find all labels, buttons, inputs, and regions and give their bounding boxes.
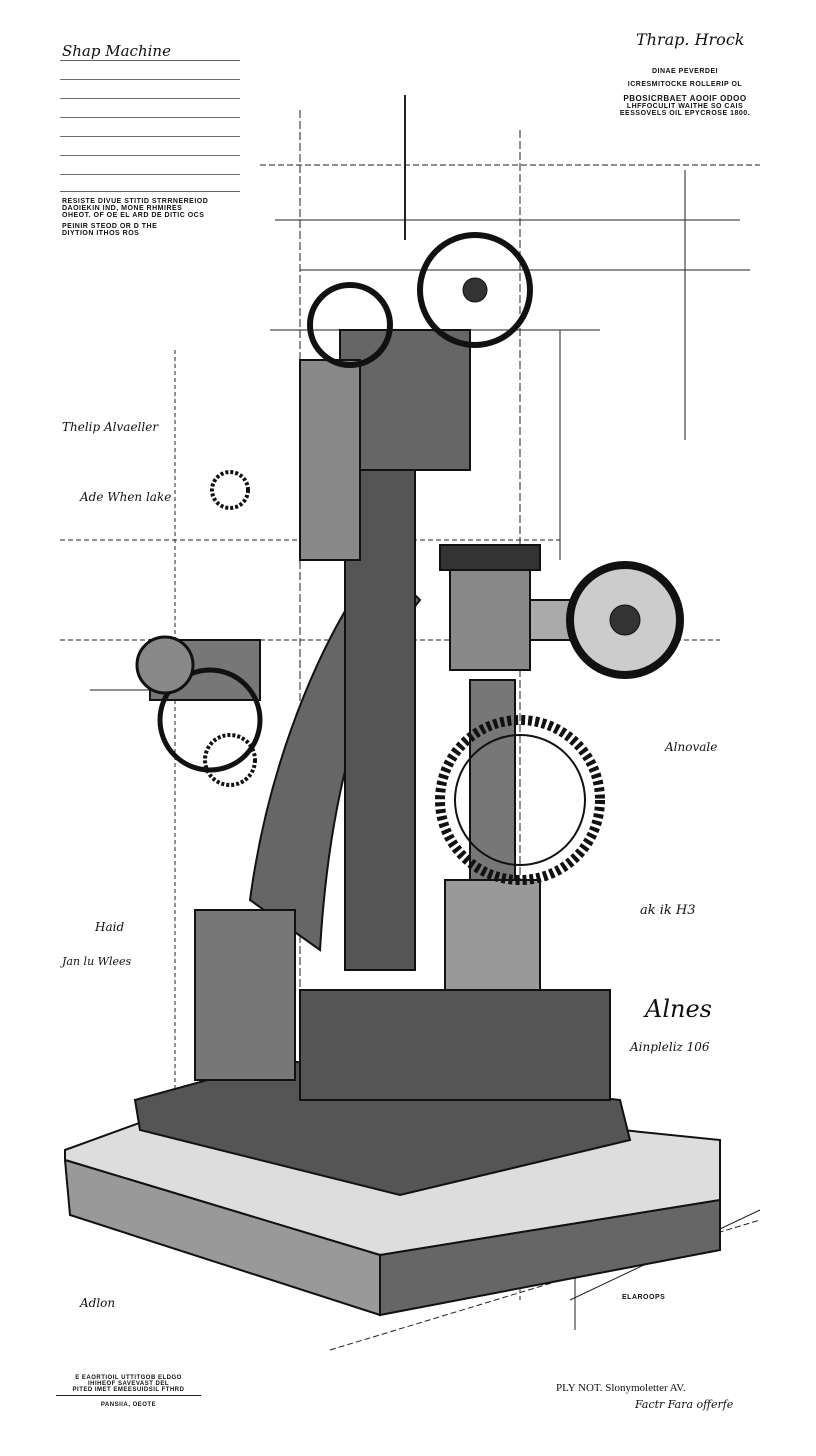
title-block-line: PBOSICRBAET AOOIF ODOO xyxy=(623,94,747,103)
gears xyxy=(135,232,684,885)
title-block-line: RESISTE DIVUE STITID STRRNEREIOD xyxy=(62,198,209,205)
footer-line: IHIHEOF SAVEVAST DEL xyxy=(87,1381,170,1387)
annotation: Adlon xyxy=(80,1296,116,1310)
title-block-line: OHEOT. OF OE EL ARD DE DITIC OCS xyxy=(62,212,205,219)
annotation: Haid xyxy=(95,920,125,934)
title-block-line: DAOIEKIN IND, MONE RHMIRES xyxy=(62,205,183,212)
footer-line: E EAORTIOIL UTTITGOB ELDGO xyxy=(75,1375,182,1381)
footer-line: PITED IMET EMEESUIDSIL FTHRD xyxy=(56,1387,201,1396)
annotation: ak ik H3 xyxy=(640,903,696,918)
large-gear-icon xyxy=(435,715,605,885)
annotation: Alnovale xyxy=(665,740,718,754)
top-gear-icon xyxy=(417,232,533,348)
title-block-line: PEINIR STEOD OR D THE xyxy=(62,223,158,230)
title-block-line: DINAE PEVERDEI xyxy=(651,68,719,75)
footer-patent-number: PLY NOT. Slonymoletter AV. xyxy=(556,1382,686,1394)
footer-left: E EAORTIOIL UTTITGOB ELDGO IHIHEOF SAVEV… xyxy=(56,1375,201,1408)
annotation: Ade When lake xyxy=(80,490,172,504)
annotation: ELAROOPS xyxy=(622,1294,666,1301)
annotation: Jan lu Wlees xyxy=(62,955,132,968)
title-block-left: RESISTE DIVUE STITID STRRNEREIOD DAOIEKI… xyxy=(62,198,208,237)
footer-signature: Factr Fara offerfe xyxy=(635,1398,734,1411)
title-block-ruled-table xyxy=(60,60,240,192)
machine-body xyxy=(149,329,611,1101)
title-block-line: DIYTION ITHOS ROS xyxy=(62,230,140,237)
annotation: Alnes xyxy=(645,995,712,1023)
title-block-line: EESSOVELS OIL EPYCROSE 1800. xyxy=(619,110,751,117)
side-wheel-icon xyxy=(157,667,263,773)
footer-place: PANSIIA, OEOTE xyxy=(100,1402,157,1408)
title-block-line: ICRESMITOCKE ROLLERIP OL xyxy=(627,81,743,88)
title-block-line: LHFFOCULIT WAITHE SO CAIS xyxy=(626,103,744,110)
title-block-right: DINAE PEVERDEI ICRESMITOCKE ROLLERIP OL … xyxy=(610,68,760,117)
annotation: Thelip Alvaeller xyxy=(62,420,159,434)
signature-top-right: Thrap. Hrock xyxy=(636,30,745,49)
title-block-heading: Shap Machine xyxy=(62,42,171,60)
annotation: Ainpleliz 106 xyxy=(630,1040,710,1054)
left-top-gear-icon xyxy=(307,282,393,368)
